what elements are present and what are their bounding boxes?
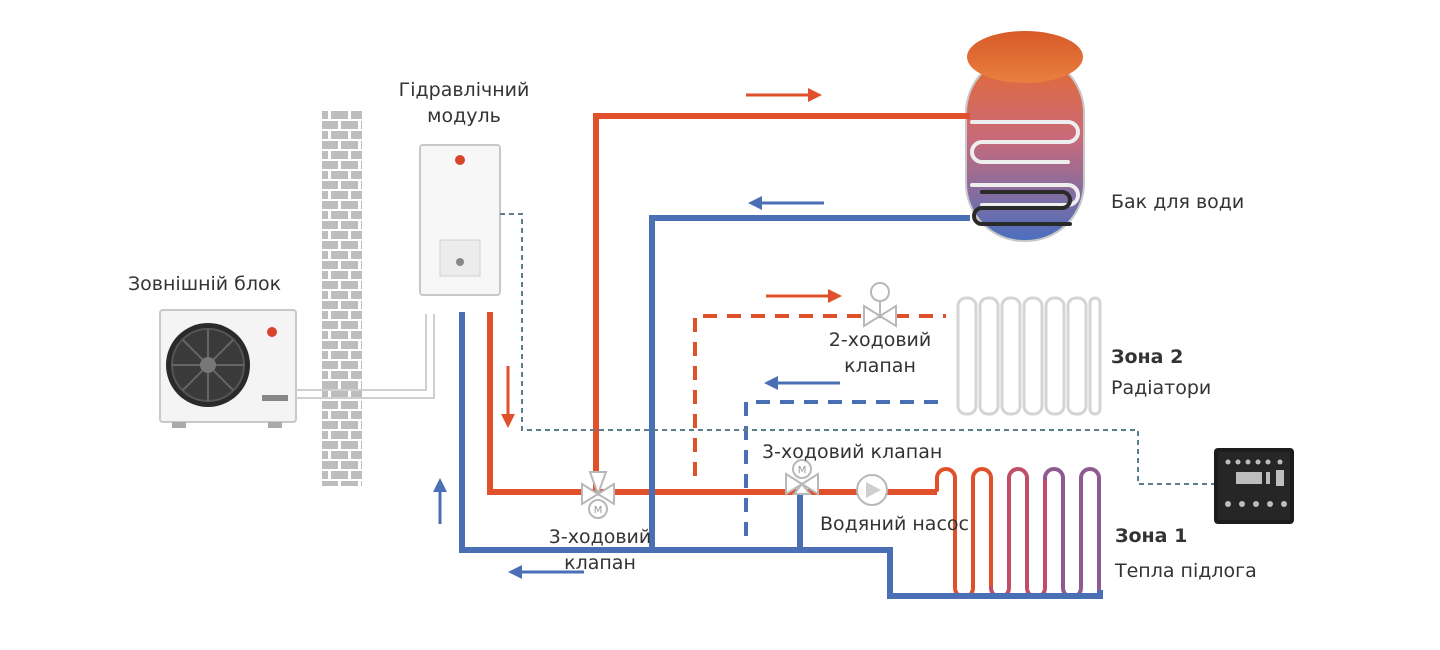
outdoor-unit: [159, 309, 297, 428]
svg-text:M: M: [798, 465, 807, 476]
control-wire: [500, 213, 1214, 485]
two-way-valve-label-line1: 2-ходовий: [828, 329, 932, 351]
two-way-valve-icon: [863, 282, 897, 328]
svg-text:M: M: [594, 505, 603, 516]
radiator: [956, 296, 1102, 416]
left-valve-label-line2: клапан: [564, 552, 636, 574]
thermostat-icon: [1214, 448, 1294, 524]
cold-pipes: [459, 215, 1103, 599]
zone1-title: Зона 1: [1115, 525, 1188, 547]
water-tank-label: Бак для води: [1111, 191, 1245, 213]
water-tank: [965, 31, 1085, 242]
zone2-return-pipe: [744, 400, 946, 536]
hydraulic-module-label-line1: Гідравлічний: [398, 79, 530, 101]
refrigerant-lines: [296, 314, 435, 399]
brand-logo-icon: [267, 327, 277, 337]
outdoor-unit-label: Зовнішній блок: [128, 273, 282, 295]
zone1-subtitle: Тепла підлога: [1115, 560, 1257, 582]
hot-pipes: [487, 113, 970, 495]
three-way-valve-label: 3-ходовий клапан: [762, 441, 943, 463]
hydraulic-module-label-line2: модуль: [427, 105, 501, 127]
three-way-valve-icon: M: [581, 471, 615, 519]
left-valve-label-line1: 3-ходовий: [548, 526, 652, 548]
zone2-supply-pipe: [693, 314, 946, 476]
water-pump-label: Водяний насос: [820, 513, 969, 535]
brick-wall: [322, 110, 362, 486]
two-way-valve-label-line2: клапан: [844, 355, 916, 377]
flow-arrows: [433, 88, 842, 579]
zone2-title: Зона 2: [1111, 346, 1184, 368]
zone2-subtitle: Радіатори: [1111, 377, 1212, 399]
three-way-valve-icon: M: [785, 459, 819, 496]
hydraulic-module: [419, 144, 501, 296]
pump-icon: [856, 474, 888, 506]
module-logo-icon: [455, 155, 465, 165]
